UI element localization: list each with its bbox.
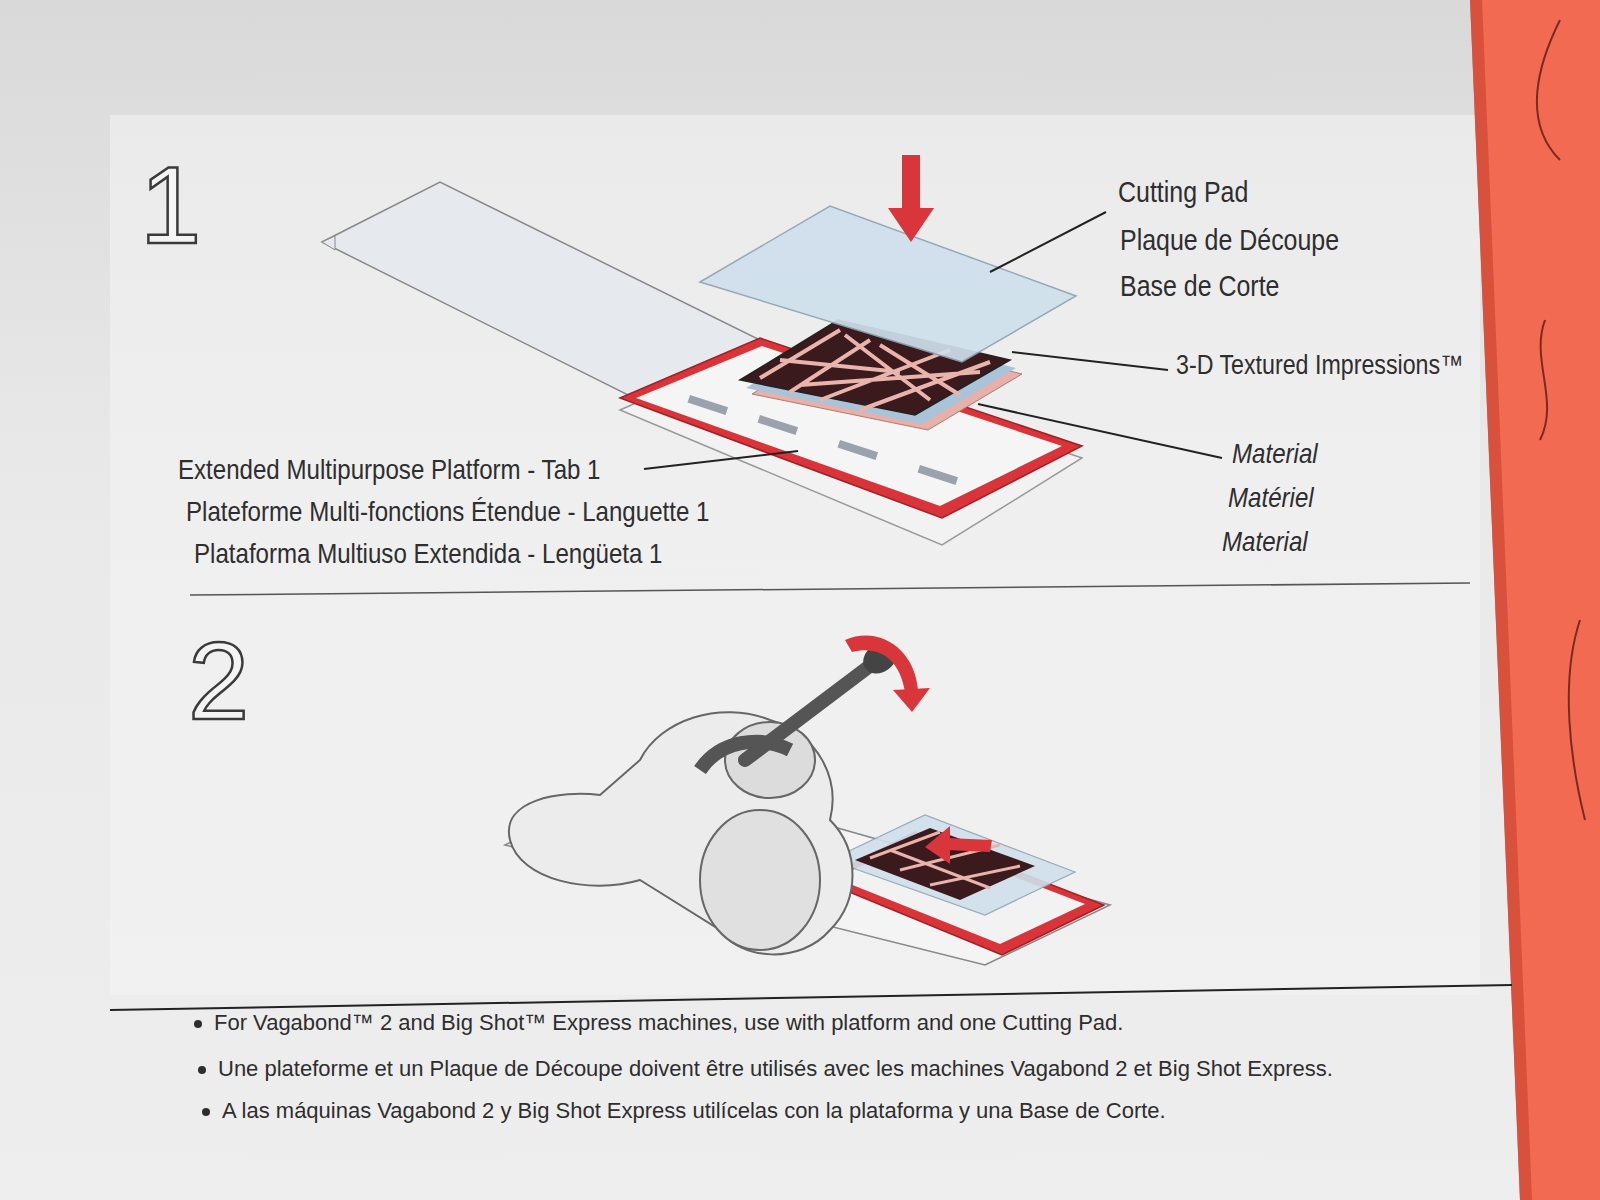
die-cut-machine — [505, 636, 1110, 965]
part-label: Plaque de Découpe — [1120, 224, 1339, 257]
machine-body — [509, 712, 853, 954]
red-strip — [1470, 0, 1600, 1200]
part-label: Base de Corte — [1120, 270, 1279, 303]
note-text: Une plateforme et un Plaque de Découpe d… — [218, 1056, 1333, 1081]
illustration-part — [925, 826, 950, 864]
paper-panel — [110, 115, 1480, 995]
part-label: 3-D Textured Impressions™ — [1176, 350, 1463, 381]
note-text: For Vagabond™ 2 and Big Shot™ Express ma… — [214, 1010, 1123, 1035]
bullet-dot — [194, 1020, 202, 1028]
strip-pattern — [1537, 20, 1585, 820]
separator-line — [190, 583, 1470, 595]
illustration-part — [838, 440, 879, 460]
illustration-part — [990, 212, 1106, 272]
illustration-part — [888, 208, 934, 242]
step-number: 1 — [140, 150, 201, 260]
part-label: Material — [1232, 438, 1318, 470]
illustration-part — [758, 415, 799, 435]
part-label: Plateforme Multi-fonctions Étendue - Lan… — [186, 496, 709, 528]
part-label: Cutting Pad — [1118, 176, 1248, 209]
red-strip-edge — [1470, 0, 1532, 1200]
illustration-part — [902, 155, 920, 210]
down-arrow — [888, 155, 934, 242]
part-label: Matériel — [1228, 482, 1314, 514]
bullet-dot — [198, 1066, 206, 1074]
platform-step1 — [322, 182, 1082, 545]
machine-side — [700, 810, 820, 950]
illustration-part — [644, 451, 798, 469]
machine-grip — [700, 742, 790, 770]
illustration-part — [893, 688, 930, 712]
separator-line — [110, 985, 1512, 1010]
left-arrow — [925, 826, 992, 864]
illustration-part — [845, 636, 918, 692]
machine-cutting-pad — [830, 815, 1075, 915]
part-label: Plataforma Multiuso Extendida - Lengüeta… — [194, 538, 663, 570]
lid-tab — [322, 236, 335, 250]
note-text: A las máquinas Vagabond 2 y Big Shot Exp… — [222, 1098, 1166, 1123]
part-label: Extended Multipurpose Platform - Tab 1 — [178, 454, 601, 486]
rotate-arrow — [845, 636, 930, 712]
bullet-dot — [202, 1108, 210, 1116]
illustration-part — [946, 838, 992, 852]
illustration-part — [978, 404, 1222, 458]
illustration-part — [688, 395, 729, 415]
illustration-part — [918, 465, 959, 485]
cutting-pad — [700, 206, 1076, 362]
step-number: 2 — [188, 626, 249, 736]
illustration-part — [1012, 352, 1168, 370]
part-label: Material — [1222, 526, 1308, 558]
